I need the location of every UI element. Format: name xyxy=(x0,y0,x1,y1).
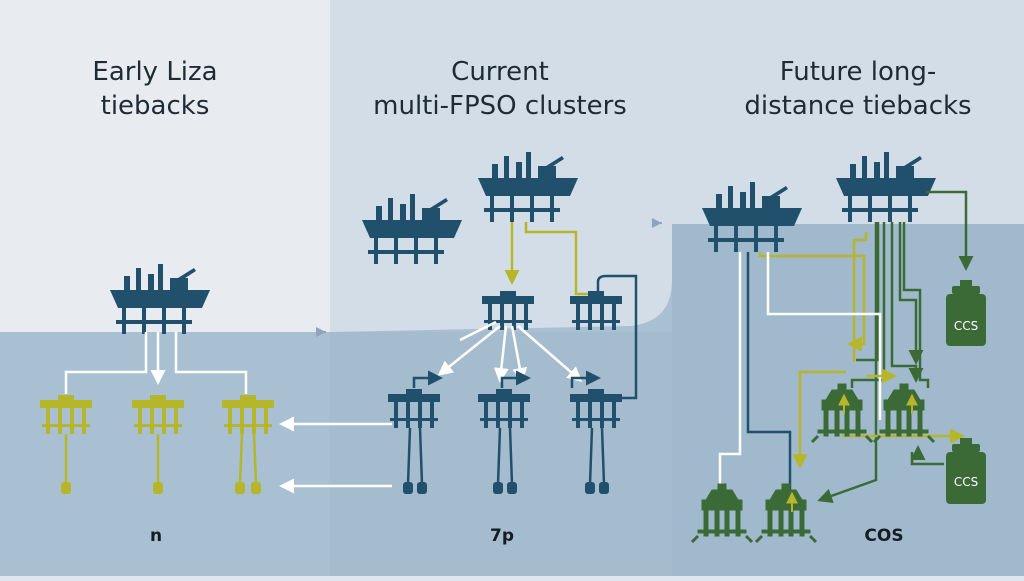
well-riser xyxy=(238,433,258,485)
panel-1-early-liza: n xyxy=(40,264,274,546)
sky-panel-1 xyxy=(0,0,330,332)
flowline-navy-loop xyxy=(596,274,638,400)
flowline-yellow xyxy=(758,252,866,352)
flowline-yellow xyxy=(792,370,846,469)
wellhead-icon xyxy=(403,482,413,494)
wellhead-icon xyxy=(599,482,609,494)
flowline-navy xyxy=(746,252,792,490)
flowline-green xyxy=(850,222,886,388)
panel-2-multi-fpso: 7p xyxy=(279,152,638,546)
flowline-spoke xyxy=(459,320,497,342)
wellhead-icon xyxy=(153,482,163,494)
flowline-white xyxy=(718,252,742,490)
well-riser xyxy=(588,427,606,485)
flowline-green xyxy=(898,222,924,365)
panel-2-footer-label: 7p xyxy=(490,526,514,546)
wellhead-icon xyxy=(251,482,261,494)
well-riser xyxy=(406,427,424,485)
wellhead-icon xyxy=(493,482,503,494)
panel-3-title-line-2: distance tiebacks xyxy=(744,91,971,121)
panel-3-future-tiebacks: CCS CCS COS xyxy=(690,152,986,546)
ccs-label: CCS xyxy=(954,475,978,489)
ccs-storage-icon xyxy=(946,280,986,346)
flowline-spoke xyxy=(437,325,501,376)
divider-arrowhead-2-icon xyxy=(652,218,662,228)
flowline-white xyxy=(766,252,882,420)
flowline-navy xyxy=(412,370,443,388)
flowline-green xyxy=(890,222,924,383)
well-riser xyxy=(496,427,514,485)
panel-2-title-line-2: multi-FPSO clusters xyxy=(373,91,627,121)
panel-3-footer-label: COS xyxy=(864,526,903,546)
sky-panel-2 xyxy=(330,0,672,332)
flowline-spoke xyxy=(517,325,583,382)
flowline-green xyxy=(902,222,930,388)
ccs-label: CCS xyxy=(954,319,978,333)
flowline-right xyxy=(174,332,248,394)
panel-1-title-line-2: tiebacks xyxy=(101,91,210,121)
wellhead-icon xyxy=(61,482,71,494)
flowline-spoke xyxy=(493,325,509,383)
panel-1-footer-label: n xyxy=(150,526,162,546)
flowline-green xyxy=(856,222,880,362)
flowline-yellow xyxy=(524,222,592,296)
flowline-left xyxy=(64,332,148,394)
flowline-green-ccs xyxy=(926,190,974,271)
flowline-green xyxy=(817,222,878,504)
flowline-yellow xyxy=(852,232,868,362)
divider-arrowhead-1-icon xyxy=(316,327,326,337)
wellhead-icon xyxy=(585,482,595,494)
wellhead-icon xyxy=(507,482,517,494)
ccs-storage-icon xyxy=(946,438,986,504)
flowline-navy xyxy=(500,370,531,388)
flowline-navy xyxy=(570,370,601,388)
wellhead-icon xyxy=(417,482,427,494)
wellhead-icon xyxy=(235,482,245,494)
panel-2-title-line-1: Current xyxy=(451,57,549,87)
panel-1-title-line-1: Early Liza xyxy=(92,57,217,87)
panel-3-title-line-1: Future long- xyxy=(780,57,937,87)
